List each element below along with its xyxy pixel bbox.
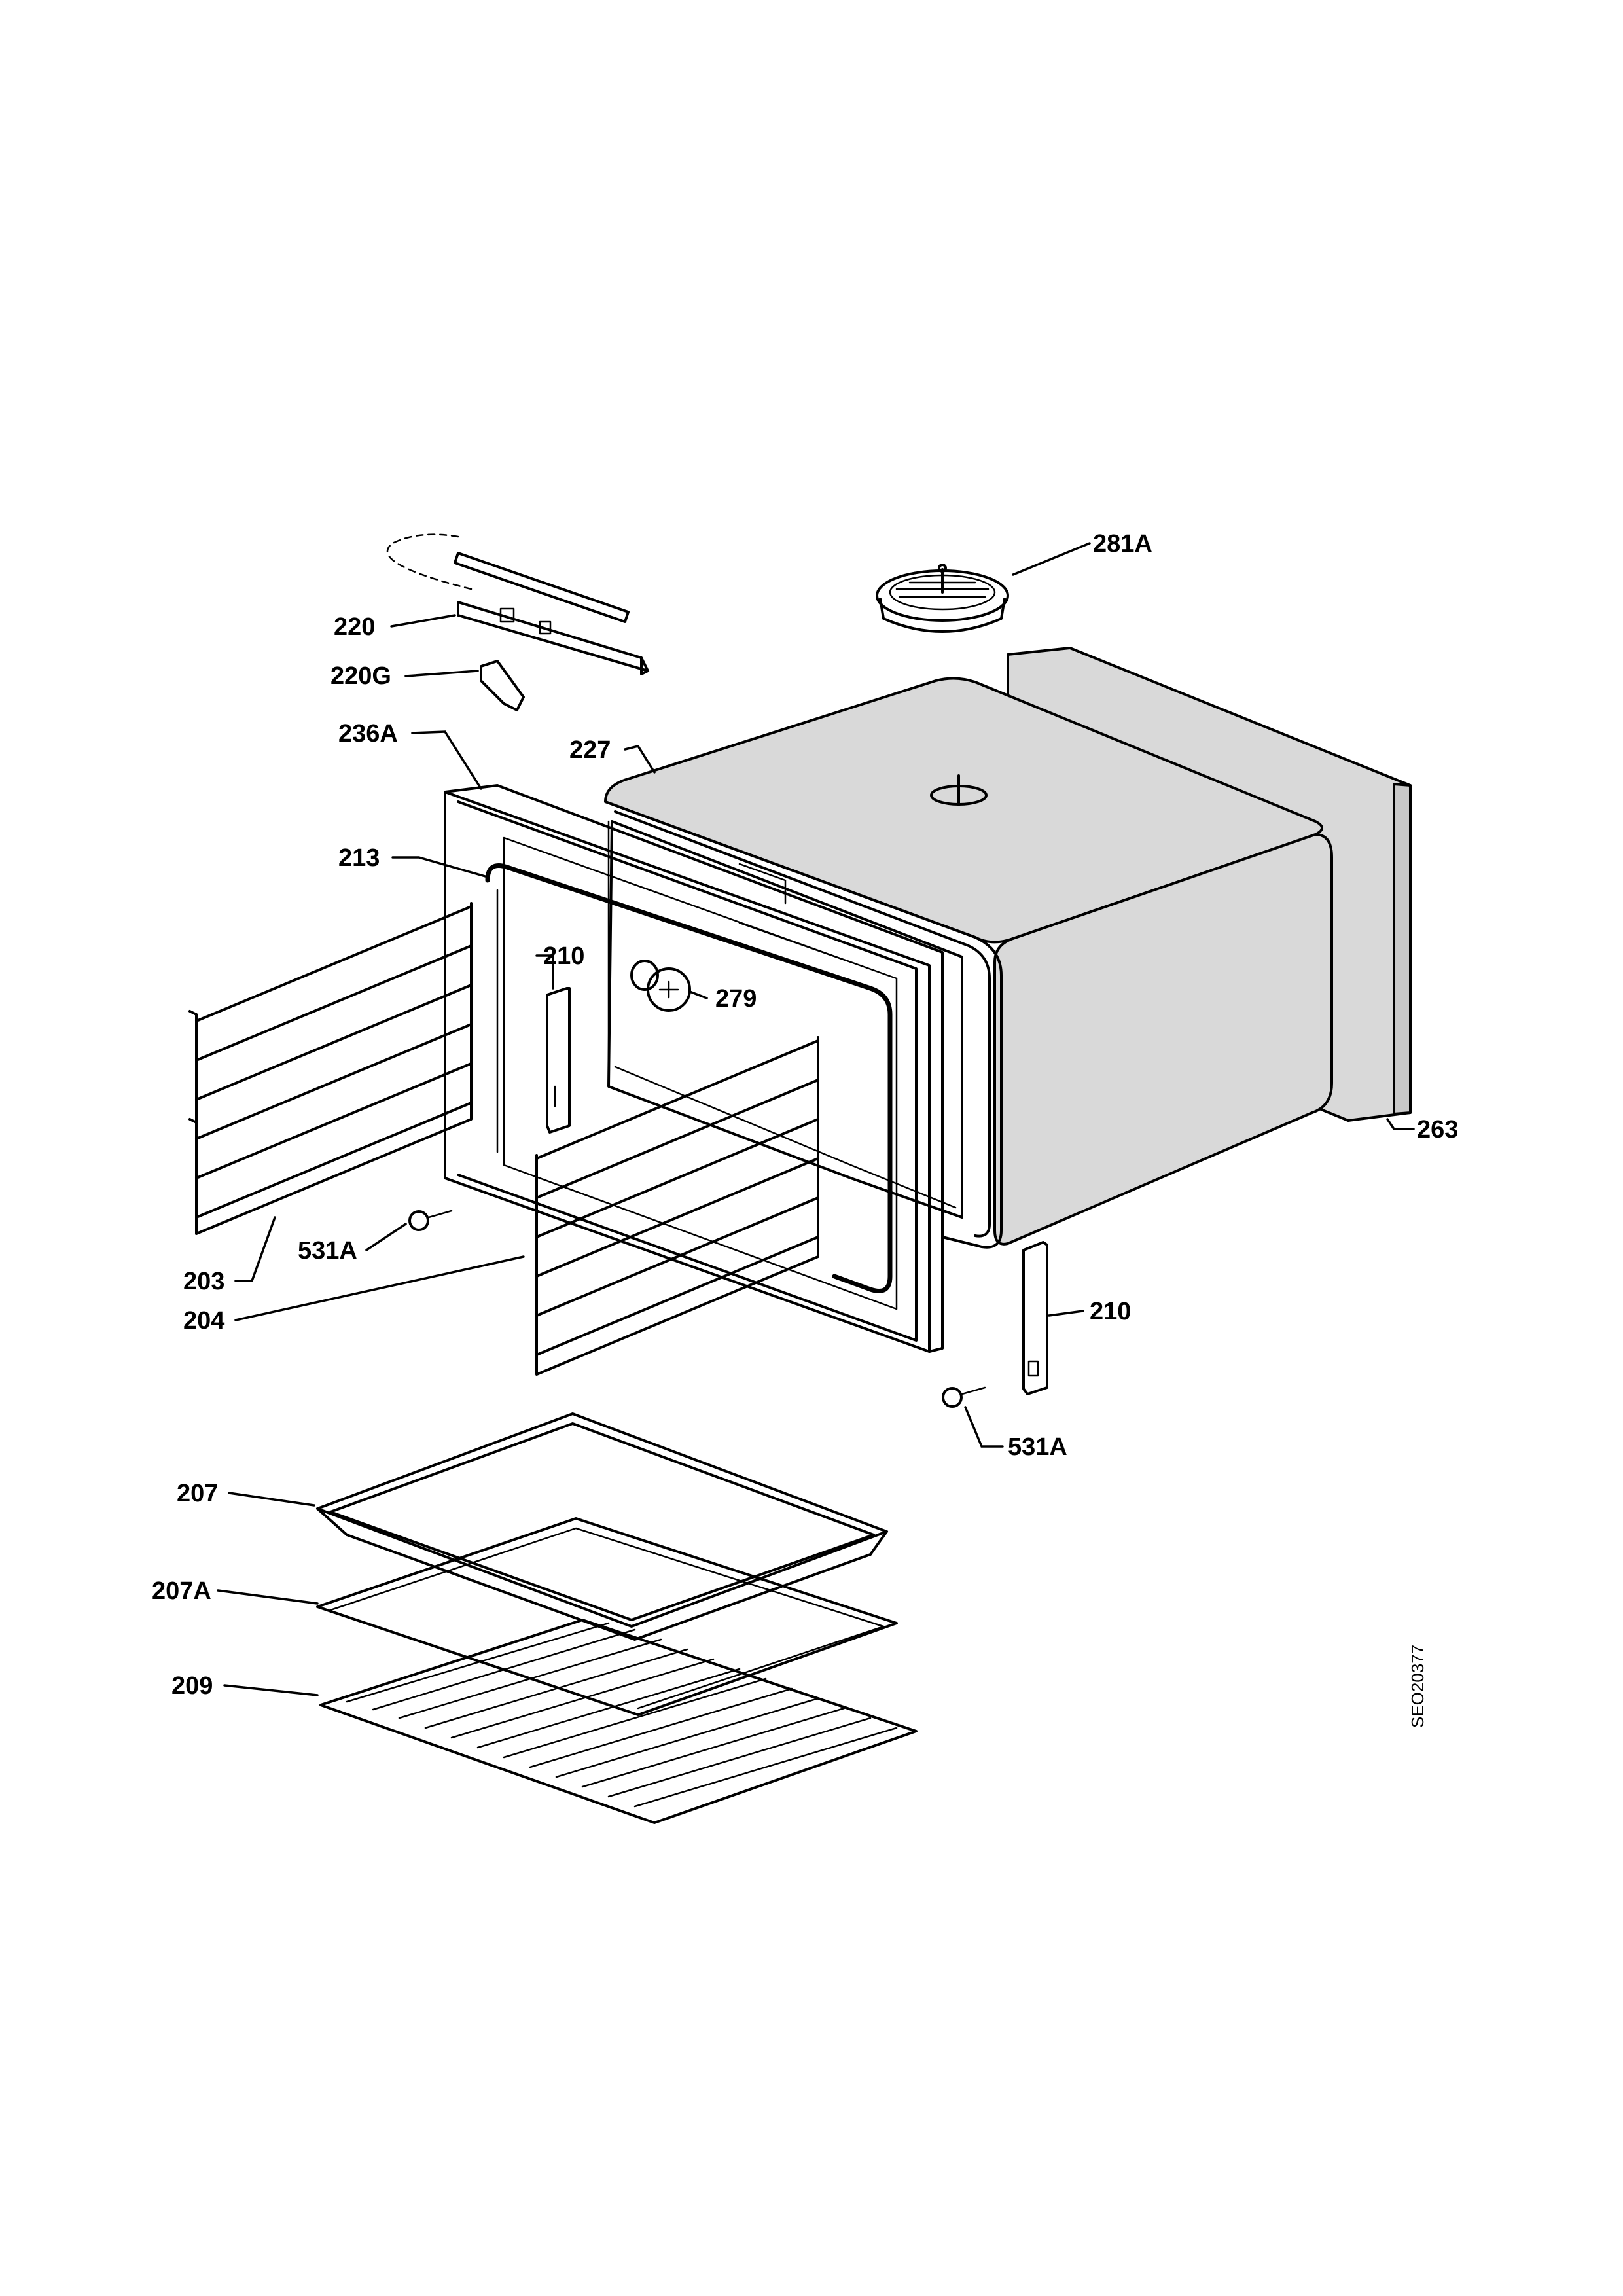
baking-tray-207 xyxy=(316,1412,888,1641)
label-209: 209 xyxy=(171,1672,213,1700)
door-seal-213 xyxy=(485,863,893,1293)
label-204: 204 xyxy=(183,1307,224,1335)
rail-bracket-210-left xyxy=(546,987,571,1134)
label-210-upper: 210 xyxy=(543,942,584,970)
shelf-runner-204 xyxy=(535,1036,819,1376)
screw-531A-right xyxy=(942,1386,986,1408)
label-220: 220 xyxy=(334,613,375,641)
shelf-runner-203 xyxy=(188,902,473,1235)
label-207: 207 xyxy=(177,1480,218,1507)
clip-220G xyxy=(480,660,525,711)
wire-shelf-209 xyxy=(319,1619,918,1824)
label-203: 203 xyxy=(183,1268,224,1295)
screw-531A-left xyxy=(408,1210,453,1231)
label-531A-left: 531A xyxy=(298,1237,357,1265)
label-236A: 236A xyxy=(338,720,398,747)
label-531A-right: 531A xyxy=(1008,1433,1067,1461)
oven-cavity-227 xyxy=(604,677,1333,1249)
part-labels: 281A 220 220G 236A 227 213 210 279 263 5… xyxy=(152,530,1458,1700)
label-227: 227 xyxy=(569,736,611,764)
bracket-220 xyxy=(386,533,649,675)
reference-code: SEO20377 xyxy=(1408,1645,1427,1728)
leader-lines xyxy=(217,542,1415,1696)
fan-cover-281A xyxy=(876,564,1009,633)
label-207A: 207A xyxy=(152,1577,211,1605)
label-263: 263 xyxy=(1417,1116,1458,1143)
label-213: 213 xyxy=(338,844,380,872)
label-220G: 220G xyxy=(330,662,391,690)
label-279: 279 xyxy=(715,985,757,1013)
label-210-lower: 210 xyxy=(1090,1298,1131,1325)
rail-bracket-210-right xyxy=(1022,1241,1048,1395)
label-281A: 281A xyxy=(1093,530,1152,558)
lamp-279 xyxy=(630,960,691,1012)
front-frame-236A xyxy=(444,784,944,1353)
